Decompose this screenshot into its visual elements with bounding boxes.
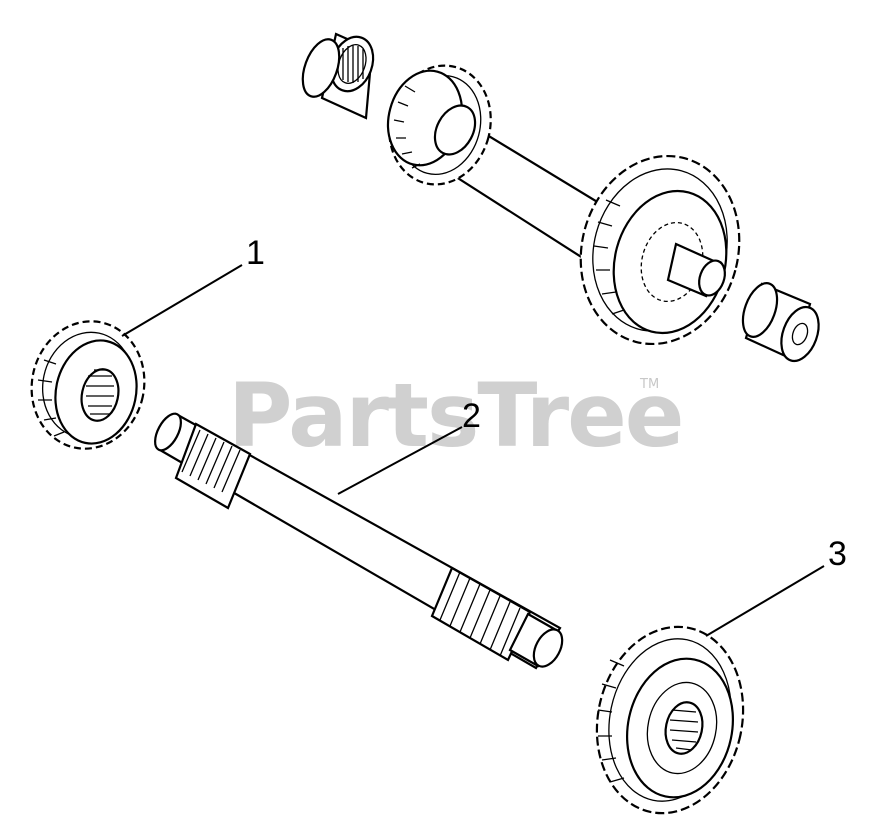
upper-shaft-assembly bbox=[301, 32, 820, 363]
callout-2-number: 2 bbox=[462, 397, 481, 435]
part-2-splined-shaft bbox=[154, 412, 564, 670]
countershaft-small-gear bbox=[386, 64, 492, 186]
countershaft-large-gear bbox=[579, 154, 741, 346]
callout-1-number: 1 bbox=[246, 234, 265, 272]
callout-3: 3 bbox=[705, 535, 847, 637]
watermark-text: PartsTree bbox=[228, 364, 682, 467]
callout-3-leader bbox=[705, 565, 825, 637]
callout-1-leader bbox=[121, 264, 243, 337]
needle-bearing-top bbox=[301, 32, 375, 120]
callout-2: 2 bbox=[337, 397, 481, 495]
callout-3-number: 3 bbox=[828, 535, 847, 573]
part-3-large-gear bbox=[595, 625, 745, 815]
callout-1: 1 bbox=[121, 234, 265, 337]
bushing-right bbox=[741, 282, 820, 363]
watermark: PartsTree TM bbox=[228, 364, 684, 467]
watermark-trademark: TM bbox=[639, 377, 659, 392]
callout-2-leader bbox=[337, 426, 463, 495]
part-1-small-gear bbox=[30, 320, 146, 450]
